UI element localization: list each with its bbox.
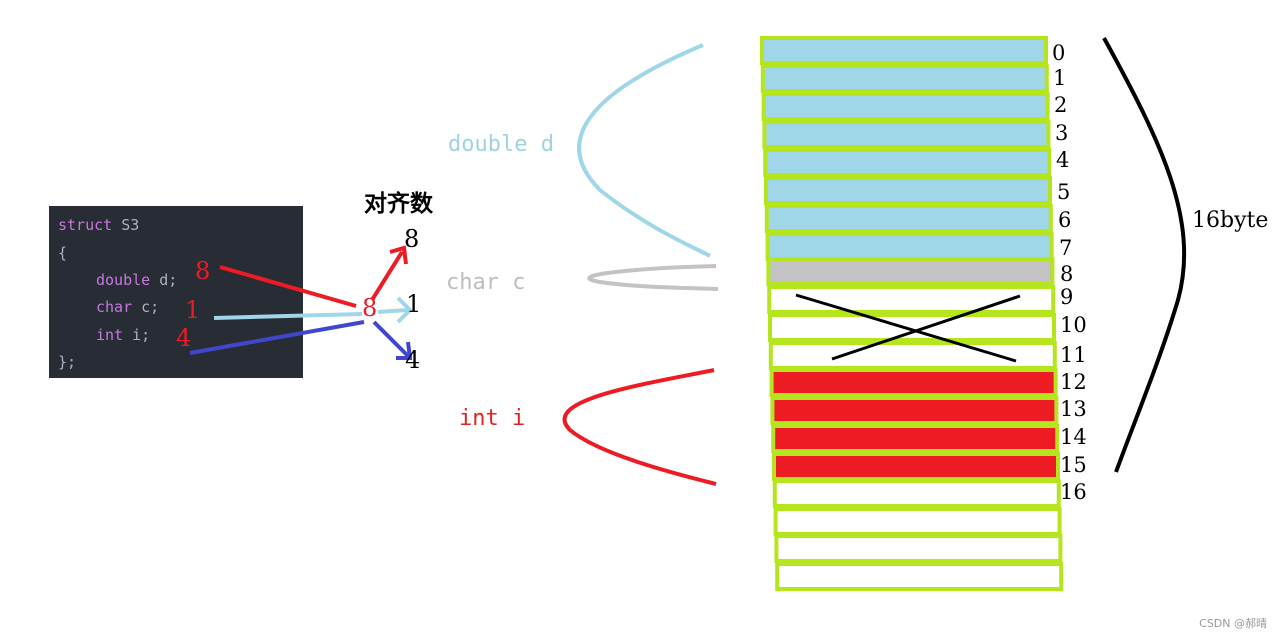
size-label-i: 4 xyxy=(176,324,192,352)
align-title: 对齐数 xyxy=(364,191,433,217)
memory-cell-empty xyxy=(774,534,1063,563)
memory-cells xyxy=(760,36,1064,591)
offset-label: 15 xyxy=(1060,453,1087,477)
memory-cell-double xyxy=(765,232,1054,261)
offset-label: 13 xyxy=(1060,397,1087,421)
offset-label: 10 xyxy=(1060,313,1087,337)
memory-cell-int xyxy=(770,396,1059,425)
size-label-c: 1 xyxy=(185,296,201,324)
code-line-close-brace: }; xyxy=(58,353,77,371)
arrow-result-d xyxy=(370,250,404,302)
memory-cell-double xyxy=(761,92,1050,121)
memory-cell-int xyxy=(771,424,1060,453)
offset-label: 12 xyxy=(1060,370,1087,394)
arrowhead-result-i xyxy=(396,341,413,360)
member-label-double: double d xyxy=(448,132,554,157)
watermark: CSDN @郝晴 xyxy=(1199,617,1267,630)
memory-cell-double xyxy=(764,176,1052,205)
align-result-c: 1 xyxy=(406,290,422,318)
code-line-double: double d; xyxy=(96,271,178,289)
offset-label: 2 xyxy=(1054,93,1068,117)
memory-cell-int xyxy=(772,452,1060,481)
arrow-result-c xyxy=(377,308,409,314)
padding-cross-b xyxy=(831,294,1021,361)
memory-cell-pad xyxy=(768,313,1056,342)
offset-label: 6 xyxy=(1058,208,1072,232)
memory-cell-int xyxy=(769,368,1058,397)
memory-cell-double xyxy=(760,36,1048,65)
arrow-d-to-default xyxy=(219,265,357,308)
offset-label: 11 xyxy=(1060,343,1087,367)
offset-label: 8 xyxy=(1060,262,1074,286)
bracket-double xyxy=(577,43,712,258)
memory-cell-empty xyxy=(773,507,1062,536)
memory-cell-pad xyxy=(768,341,1057,370)
offset-label: 16 xyxy=(1060,480,1087,504)
arrow-i-to-default xyxy=(189,320,365,355)
align-result-i: 4 xyxy=(405,346,421,374)
arrow-result-i xyxy=(372,320,410,358)
memory-cell-double xyxy=(763,148,1052,177)
offset-label: 4 xyxy=(1056,148,1070,172)
memory-cell-empty xyxy=(772,479,1061,508)
offset-label: 1 xyxy=(1053,66,1067,90)
offset-label: 3 xyxy=(1055,121,1069,145)
offset-label: 9 xyxy=(1060,285,1074,309)
memory-cell-double xyxy=(762,120,1051,149)
align-result-d: 8 xyxy=(404,225,420,253)
memory-cell-double xyxy=(760,64,1049,93)
arrowhead-result-c xyxy=(396,296,413,324)
bracket-int xyxy=(562,368,717,486)
member-label-char: char c xyxy=(446,270,526,295)
arrowhead-result-d xyxy=(389,245,408,265)
offset-label: 0 xyxy=(1052,41,1066,65)
code-line-char: char c; xyxy=(96,298,160,316)
default-align-label: 8 xyxy=(362,294,378,322)
code-snippet: struct S3 { double d; char c; int i; }; xyxy=(49,206,303,378)
code-line-open-brace: { xyxy=(58,244,68,262)
memory-cell-char xyxy=(766,257,1055,286)
arrow-c-to-default xyxy=(213,312,363,320)
member-label-int: int i xyxy=(459,406,526,431)
offset-label: 5 xyxy=(1057,180,1071,204)
offset-label: 7 xyxy=(1059,236,1073,260)
padding-cross-a xyxy=(795,293,1017,363)
total-size-label: 16byte xyxy=(1192,208,1269,233)
memory-cell-empty xyxy=(775,562,1064,591)
bracket-total xyxy=(1102,37,1187,473)
memory-cell-double xyxy=(764,204,1053,233)
bracket-char xyxy=(587,264,719,291)
code-line-int: int i; xyxy=(96,326,151,344)
code-line-struct: struct S3 xyxy=(58,216,140,234)
size-label-d: 8 xyxy=(195,257,211,285)
offset-label: 14 xyxy=(1060,425,1087,449)
